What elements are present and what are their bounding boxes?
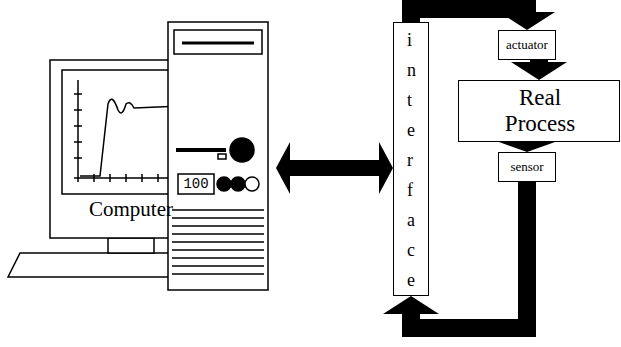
signal-arrow [499,142,555,152]
node-label: sensor [499,159,555,175]
node-label: interface [407,25,411,295]
node-label: actuator [499,37,555,53]
arrow-head [379,142,393,194]
signal-arrow [276,142,393,194]
indicator-light [231,177,245,191]
sensor-box: sensor [498,152,556,182]
monitor-stand [108,238,154,253]
display-readout: 100 [179,176,213,192]
eject-button [218,154,226,159]
signal-arrow [511,60,567,80]
arrow-body [290,160,379,176]
node-label: Real Process [485,85,595,137]
signal-arrow [411,9,555,30]
arrow-head [499,12,555,30]
display-panel [178,174,214,194]
indicator-light [245,177,259,191]
drive-bay [174,30,262,54]
indicator-light [217,177,231,191]
step-response-curve [80,99,182,176]
power-button [230,138,254,162]
drive-slot [182,42,254,45]
arrow-head [499,142,555,152]
actuator-box: actuator [498,30,556,60]
tower-case [168,22,268,290]
signal-arrow [383,182,527,328]
tower-grille [172,210,264,274]
arrow-head [383,296,439,314]
floppy-slot [176,148,226,152]
arrow-body [411,182,527,328]
interface-box: interface [393,22,429,296]
node-label: Computer [50,197,212,222]
arrow-head [511,62,567,80]
arrow-head [276,142,290,194]
computer-node: Computer [0,0,276,300]
arrow-body [530,60,548,62]
process-box: Real Process [458,80,620,142]
computer-drawing [8,22,268,290]
